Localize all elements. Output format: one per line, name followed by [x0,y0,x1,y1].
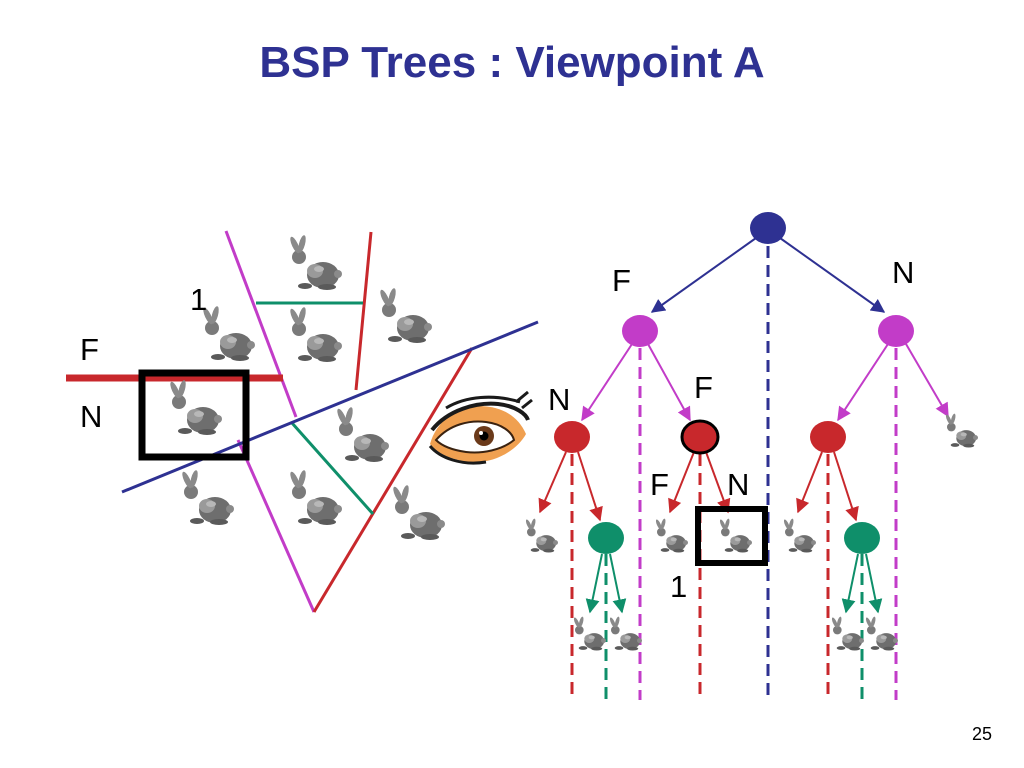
blue-plane [121,320,539,494]
bunny-icon [654,518,688,553]
edge [585,553,603,614]
edge [668,451,695,514]
bunny-icon [524,518,558,553]
edge [837,343,889,422]
label-near: N [80,399,102,434]
edge [865,553,883,614]
bunny-icon [288,306,342,362]
eye-icon [428,390,533,465]
edge [796,451,823,514]
bunny-icon [378,287,432,343]
label-object-1: 1 [190,282,207,317]
bunny-icon [608,616,642,651]
edge [647,343,691,422]
slide-title: BSP Trees : Viewpoint A [259,38,765,87]
edge [705,451,731,514]
green-plane-bottom [290,422,375,515]
tree-node-green [588,522,624,554]
bunny-icon [782,518,816,553]
bsp-tree: F N N F F N 1 [524,212,978,700]
tree-node-root [750,212,786,244]
bunny-icon [288,469,342,525]
red-plane-top [354,231,373,391]
edge [779,237,886,313]
bunny-icon [180,469,234,525]
tree-label-mid-near: N [548,382,570,417]
edge [905,343,949,418]
tree-node-magenta [622,315,658,347]
scene-view: 1 F N [66,230,539,613]
bunny-icon [718,518,752,553]
tree-node-magenta [878,315,914,347]
bunny-icon [288,234,342,290]
tree-node-red-current [680,419,720,455]
magenta-plane [224,230,298,418]
edge [538,451,567,514]
bunny-icon [830,616,864,651]
bunny-icon [944,413,978,448]
edge [609,553,627,614]
highlight-box [138,369,250,461]
highlight-box [695,506,768,566]
bunny-icon [864,616,898,651]
edge [581,343,633,422]
tree-label-root-near: N [892,255,914,290]
red-plane-right [312,347,474,613]
tree-label-object-1: 1 [670,569,687,604]
tree-label-leaf-near: N [727,467,749,502]
bunny-icon [168,379,222,435]
tree-label-root-far: F [612,263,631,298]
tree-label-mid-far: F [694,370,713,405]
tree-node-red [810,421,846,453]
bunny-icon [572,616,606,651]
bunny-icon [391,484,445,540]
page-number: 25 [971,724,992,744]
label-far: F [80,332,99,367]
bunny-icon [335,406,389,462]
magenta-plane-lower [236,439,316,613]
edge [577,451,603,522]
tree-label-leaf-far: F [650,467,669,502]
edge [650,237,757,313]
edge [841,553,859,614]
edge [833,451,859,522]
bunny-icon [201,305,255,361]
tree-node-red [554,421,590,453]
tree-node-green [844,522,880,554]
